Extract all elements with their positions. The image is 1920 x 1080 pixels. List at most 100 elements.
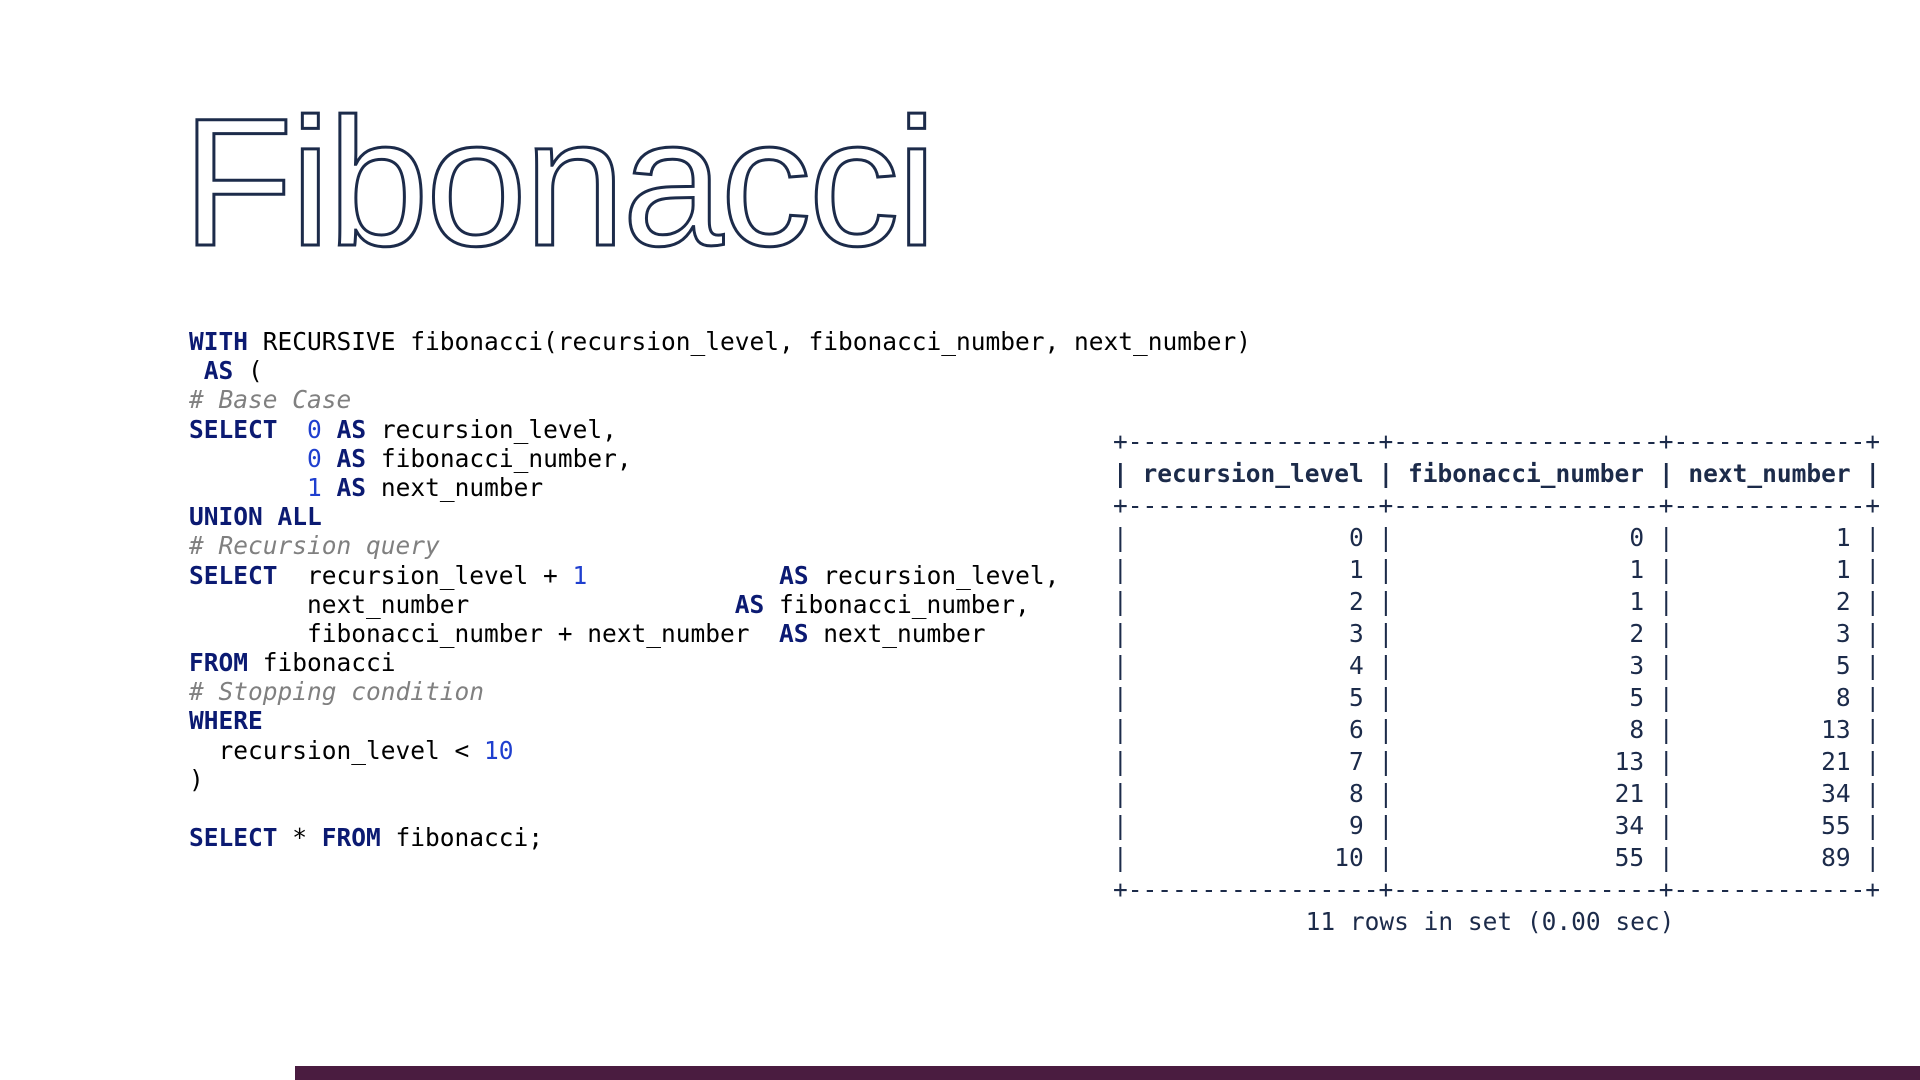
sql-keyword: WHERE	[189, 706, 263, 736]
table-cell: 8	[1629, 715, 1645, 744]
sql-text	[322, 415, 337, 444]
sql-keyword: UNION ALL	[189, 502, 322, 532]
table-cell: 2	[1835, 587, 1851, 616]
sql-keyword: AS	[336, 472, 367, 502]
table-row: | 6 | 8 | 13 |	[1113, 715, 1881, 744]
result-summary: 11 rows in set (0.00 sec)	[1305, 907, 1675, 936]
sql-text: recursion_level +	[277, 560, 573, 590]
table-cell: 21	[1614, 779, 1645, 808]
code-line: )	[189, 765, 1251, 794]
code-line: SELECT recursion_level + 1 AS recursion_…	[189, 561, 1251, 590]
code-line: recursion_level < 10	[189, 736, 1251, 765]
sql-text	[189, 444, 307, 473]
sql-keyword: SELECT	[189, 414, 278, 444]
table-cell: 6	[1349, 715, 1364, 744]
code-line: SELECT * FROM fibonacci;	[189, 823, 1251, 852]
query-result-table: +-----------------+------------------+--…	[1113, 426, 1880, 906]
code-line: 0 AS fibonacci_number,	[189, 444, 1251, 473]
table-row: | 8 | 21 | 34 |	[1113, 779, 1881, 808]
sql-text: fibonacci_number,	[764, 589, 1030, 619]
sql-text: next_number	[366, 472, 544, 502]
sql-comment: # Recursion query	[189, 531, 440, 561]
table-cell: 8	[1835, 683, 1851, 712]
table-cell: 1	[1835, 555, 1851, 584]
table-cell: 8	[1349, 779, 1364, 808]
table-cell: 4	[1349, 651, 1364, 680]
table-cell: 1	[1629, 587, 1645, 616]
table-cell: 34	[1614, 811, 1645, 840]
code-line: next_number AS fibonacci_number,	[189, 590, 1251, 619]
code-line: # Recursion query	[189, 531, 1251, 560]
table-cell: 2	[1349, 587, 1364, 616]
code-line: UNION ALL	[189, 502, 1251, 531]
sql-text	[587, 561, 779, 590]
table-cell: 34	[1821, 779, 1851, 808]
sql-keyword: AS	[203, 356, 234, 386]
table-column-header: recursion_level	[1142, 459, 1364, 488]
sql-text: *	[277, 823, 322, 853]
table-cell: 1	[1349, 555, 1364, 584]
sql-number: 0	[307, 443, 322, 473]
sql-text: recursion_level <	[189, 735, 485, 765]
sql-keyword: FROM	[189, 648, 249, 678]
sql-text	[322, 444, 337, 473]
table-cell: 5	[1835, 651, 1851, 680]
table-row: | 3 | 2 | 3 |	[1113, 619, 1881, 648]
code-line: WHERE	[189, 706, 1251, 735]
sql-keyword: AS	[734, 589, 765, 619]
table-border: +-----------------+------------------+--…	[1113, 427, 1881, 456]
sql-code-block: WITH RECURSIVE fibonacci(recursion_level…	[189, 327, 1251, 852]
sql-text: next_number	[189, 589, 735, 619]
table-border: +-----------------+------------------+--…	[1113, 491, 1881, 520]
table-cell: 89	[1821, 843, 1851, 872]
sql-keyword: AS	[779, 618, 809, 648]
table-column-header: fibonacci_number	[1408, 459, 1645, 488]
table-border: +-----------------+------------------+--…	[1113, 875, 1881, 904]
sql-keyword: AS	[336, 414, 367, 444]
sql-text: next_number	[808, 618, 986, 648]
sql-keyword: SELECT	[189, 823, 278, 853]
table-row: | 1 | 1 | 1 |	[1113, 555, 1881, 584]
table-cell: 21	[1821, 747, 1851, 776]
code-line: SELECT 0 AS recursion_level,	[189, 415, 1251, 444]
code-line: # Base Case	[189, 385, 1251, 414]
sql-text	[278, 415, 308, 444]
table-cell: 0	[1629, 523, 1645, 552]
sql-keyword: SELECT	[189, 560, 278, 590]
table-cell: 5	[1629, 683, 1645, 712]
sql-text: fibonacci_number + next_number	[189, 618, 780, 648]
table-column-header: next_number	[1688, 459, 1851, 488]
table-cell: 13	[1821, 715, 1851, 744]
sql-comment: # Stopping condition	[189, 677, 485, 707]
sql-number: 1	[307, 472, 322, 502]
code-line: fibonacci_number + next_number AS next_n…	[189, 619, 1251, 648]
sql-keyword: AS	[336, 443, 367, 473]
table-row: | 5 | 5 | 8 |	[1113, 683, 1881, 712]
table-cell: 9	[1349, 811, 1364, 840]
sql-text: (	[233, 356, 263, 386]
code-line: WITH RECURSIVE fibonacci(recursion_level…	[189, 327, 1251, 356]
table-cell: 3	[1629, 651, 1645, 680]
table-row: | 7 | 13 | 21 |	[1113, 747, 1881, 776]
table-row: | 10 | 55 | 89 |	[1113, 843, 1881, 872]
sql-keyword: AS	[779, 560, 809, 590]
footer-accent-bar	[295, 1066, 1920, 1080]
table-cell: 0	[1349, 523, 1364, 552]
table-cell: 10	[1334, 843, 1364, 872]
table-row: | 9 | 34 | 55 |	[1113, 811, 1881, 840]
sql-text	[189, 356, 204, 385]
sql-text: fibonacci_number,	[366, 443, 632, 473]
code-line: AS (	[189, 356, 1251, 385]
table-cell: 1	[1629, 555, 1645, 584]
table-cell: 3	[1835, 619, 1851, 648]
sql-number: 10	[484, 735, 514, 765]
table-cell: 55	[1821, 811, 1851, 840]
code-line: 1 AS next_number	[189, 473, 1251, 502]
table-cell: 1	[1835, 523, 1851, 552]
sql-text: recursion_level,	[366, 414, 617, 444]
sql-comment: # Base Case	[189, 385, 352, 415]
sql-text: fibonacci;	[380, 823, 544, 853]
table-row: | 4 | 3 | 5 |	[1113, 651, 1881, 680]
sql-text	[322, 473, 337, 502]
